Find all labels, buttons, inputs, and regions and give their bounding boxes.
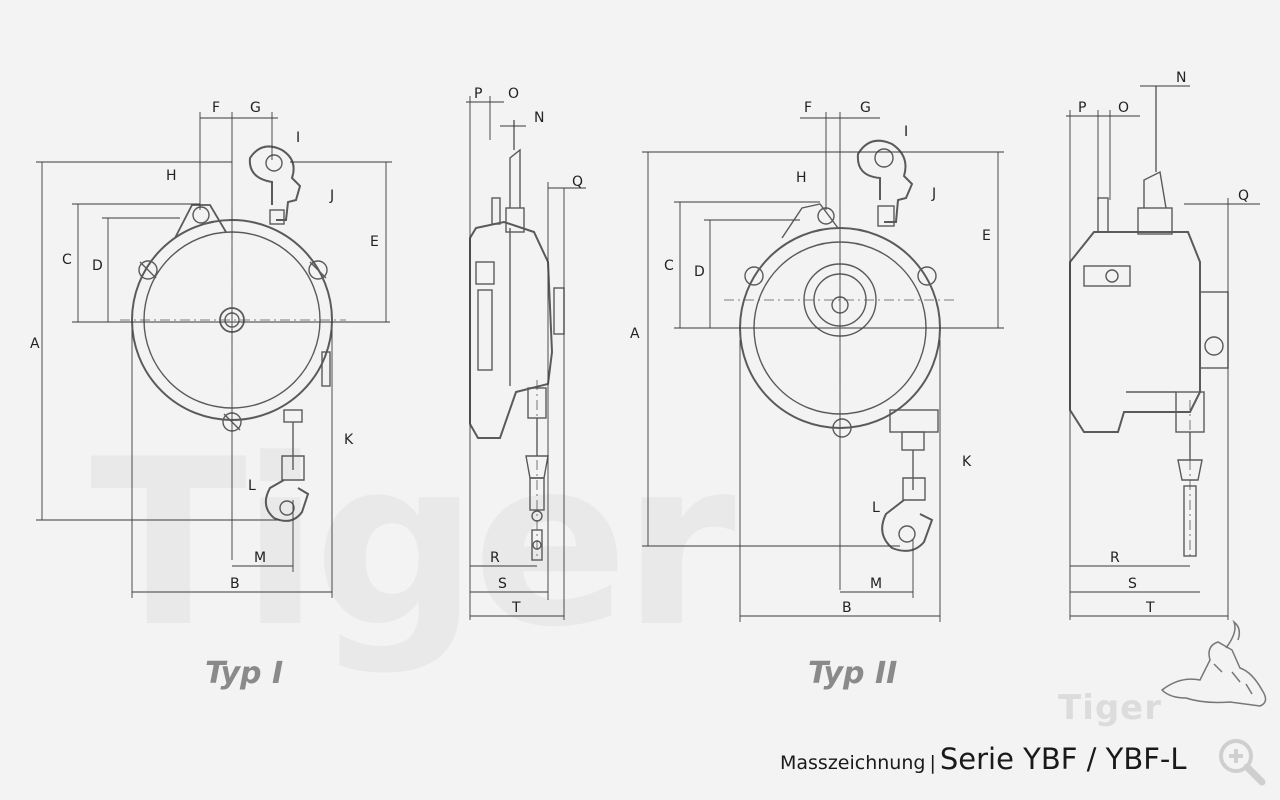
dim-label-h-2: H: [796, 170, 807, 186]
dim-label-a: A: [30, 336, 40, 352]
tiger-logo-text: Tiger: [1058, 688, 1163, 728]
centre-lines: [120, 200, 1191, 560]
typ2-side-view: [1069, 86, 1229, 557]
dim-label-a-2: A: [630, 326, 640, 342]
tiger-watermark: Tiger: [90, 411, 736, 678]
caption-separator: |: [929, 752, 936, 774]
dim-label-j: J: [329, 188, 334, 204]
zoom-in-button[interactable]: [1210, 732, 1270, 792]
dim-label-d-2: D: [694, 264, 705, 280]
dim-label-n-2: N: [1176, 70, 1186, 86]
dim-label-c-2: C: [664, 258, 674, 274]
typ2-label: Typ II: [808, 656, 898, 691]
dim-label-l-2: L: [872, 500, 880, 516]
typ1-label: Typ I: [205, 656, 284, 691]
dim-label-i: I: [296, 130, 300, 146]
dim-label-k-2: K: [962, 454, 972, 470]
tiger-logo-icon: [1160, 619, 1267, 707]
caption: Masszeichnung|Serie YBF / YBF-L: [780, 742, 1187, 776]
dim-label-d: D: [92, 258, 103, 274]
dim-label-q: Q: [572, 174, 583, 190]
dim-label-p: P: [474, 86, 482, 102]
dim-label-p-2: P: [1078, 100, 1086, 116]
dim-label-f-2: F: [804, 100, 812, 116]
dim-label-e-2: E: [982, 228, 991, 244]
dim-label-n: N: [534, 110, 544, 126]
dim-label-r: R: [490, 550, 500, 566]
dim-label-l: L: [248, 478, 256, 494]
dim-label-o: O: [508, 86, 519, 102]
dim-label-i-2: I: [904, 124, 908, 140]
dim-label-k: K: [344, 432, 354, 448]
caption-prefix: Masszeichnung: [780, 752, 926, 774]
dim-label-g: G: [250, 100, 261, 116]
dim-label-q-2: Q: [1238, 188, 1249, 204]
zoom-in-icon: [1219, 739, 1266, 786]
dim-label-h: H: [166, 168, 177, 184]
dim-label-e: E: [370, 234, 379, 250]
dim-label-c: C: [62, 252, 72, 268]
dim-label-r-2: R: [1110, 550, 1120, 566]
dimension-labels: A C D E F G H I J K L M B P O N Q R S T …: [30, 70, 1249, 616]
dim-label-g-2: G: [860, 100, 871, 116]
dimension-lines: [36, 85, 1260, 622]
dim-label-t: T: [511, 600, 521, 616]
dim-label-f: F: [212, 100, 220, 116]
dim-label-t-2: T: [1145, 600, 1155, 616]
dim-label-o-2: O: [1118, 100, 1129, 116]
typ1-side-view: [469, 120, 565, 561]
dim-label-b-2: B: [842, 600, 852, 616]
dim-label-j-2: J: [931, 186, 936, 202]
dim-label-m: M: [254, 550, 266, 566]
dim-label-m-2: M: [870, 576, 882, 592]
dim-label-s-2: S: [1128, 576, 1137, 592]
dim-label-s: S: [498, 576, 507, 592]
dim-label-b: B: [230, 576, 240, 592]
caption-series: Serie YBF / YBF-L: [939, 742, 1187, 776]
